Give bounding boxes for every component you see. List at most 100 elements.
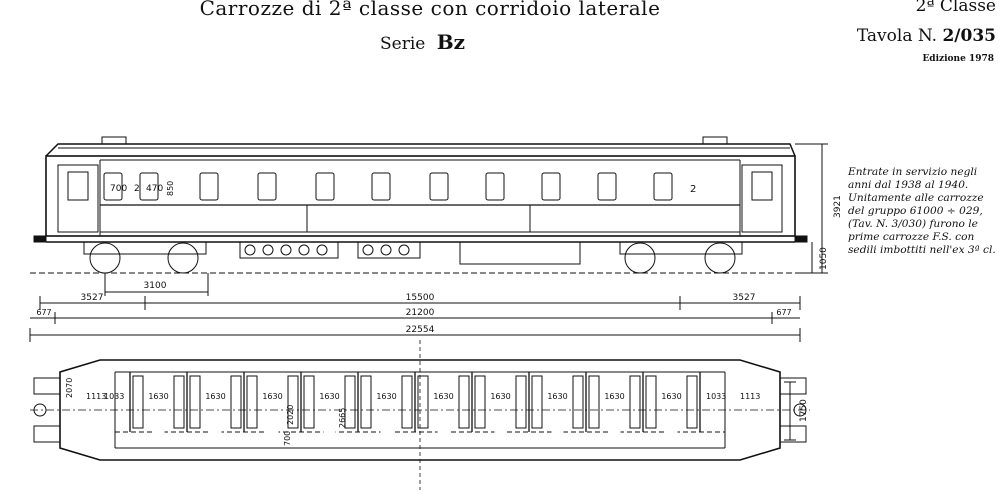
corridor-label-2020: 2020 xyxy=(286,405,295,425)
seat-bench xyxy=(686,375,698,429)
side-window xyxy=(315,172,335,201)
window-label-850: 850 xyxy=(166,181,175,196)
plan-outline xyxy=(59,359,781,461)
note-line: Entrate in servizio negli xyxy=(848,166,978,178)
tavola-heading: Tavola N. 2/035 xyxy=(857,26,996,46)
vestibule-label-left: 2070 xyxy=(65,378,74,398)
seat-bench xyxy=(531,375,543,429)
seat-bench xyxy=(303,375,315,429)
side-elevation: 700 2 470 850 2 3921 1050 xyxy=(30,136,843,274)
side-window xyxy=(103,172,123,201)
seat-bench xyxy=(458,375,470,429)
compartment-width-label: 1630 xyxy=(376,392,396,401)
seat-bench xyxy=(588,375,600,429)
note-line: Unitamente alle carrozze xyxy=(848,192,984,204)
vestibule-depth-right: 1033 xyxy=(706,392,726,401)
compartment-width-label: 1630 xyxy=(319,392,339,401)
side-window xyxy=(257,172,277,201)
battery-box-left xyxy=(239,241,339,259)
edition-label: Edizione 1978 xyxy=(922,54,994,64)
side-window xyxy=(139,172,159,201)
compartment-width-label: 1630 xyxy=(433,392,453,401)
dim-bogie-wheelbase: 3100 xyxy=(144,281,167,291)
tavola-number: 2/035 xyxy=(942,26,996,46)
tavola-label: Tavola N. xyxy=(856,26,938,46)
battery-cell xyxy=(262,244,274,256)
seat-bench xyxy=(246,375,258,429)
vestibule-width-left: 1113 xyxy=(86,392,106,401)
side-windows xyxy=(103,172,673,201)
battery-cell xyxy=(362,244,374,256)
title-text: Carrozze di 2ª classe con corridoio late… xyxy=(199,0,661,20)
seat-bench xyxy=(230,375,242,429)
buffer-left xyxy=(33,235,47,243)
seat-bench xyxy=(417,375,429,429)
end-door-right xyxy=(741,164,783,233)
serie-code: Bz xyxy=(436,30,466,54)
seat-bench xyxy=(474,375,486,429)
vestibule-depth-left: 1033 xyxy=(104,392,124,401)
note-line: sedili imbottiti nell'ex 3ª cl. xyxy=(848,244,996,256)
height-total-label: 3921 xyxy=(833,195,843,218)
dimension-lines: 3100 3527 15500 3527 677 21200 677 22554 xyxy=(29,273,801,490)
compartment-width-label: 1630 xyxy=(205,392,225,401)
seat-bench xyxy=(629,375,641,429)
battery-cell xyxy=(398,244,410,256)
battery-box-right xyxy=(357,241,421,259)
dim-total-length: 22554 xyxy=(406,325,435,335)
dim-body-length: 21200 xyxy=(406,308,435,318)
note-line: del gruppo 61000 ÷ 029, xyxy=(848,205,983,217)
battery-cells xyxy=(244,244,410,256)
roof-vent xyxy=(101,136,127,145)
bogie-right xyxy=(619,241,743,274)
seat-bench xyxy=(572,375,584,429)
side-window xyxy=(485,172,505,201)
seat-bench xyxy=(515,375,527,429)
window-label-470: 470 xyxy=(146,184,163,194)
seat-bench xyxy=(360,375,372,429)
dim-bogie-centers: 15500 xyxy=(406,293,435,303)
compartment-width-label: 1630 xyxy=(661,392,681,401)
class-mark-right: 2 xyxy=(690,184,696,195)
seat-bench xyxy=(132,375,144,429)
side-window xyxy=(597,172,617,201)
wheel xyxy=(89,242,121,274)
seat-bench xyxy=(287,375,299,429)
serie-label: Serie xyxy=(380,34,426,54)
wheel xyxy=(167,242,199,274)
dim-buffer-right: 677 xyxy=(776,308,791,317)
side-window xyxy=(429,172,449,201)
roof-outline xyxy=(45,143,796,157)
plan-buffer xyxy=(779,425,807,443)
dim-overhang-right: 3527 xyxy=(733,293,756,303)
car-body xyxy=(45,155,796,237)
side-window xyxy=(653,172,673,201)
plan-width-label: 1750 xyxy=(799,399,809,422)
note-line: (Tav. N. 3/030) furono le xyxy=(848,218,978,230)
end-door-left xyxy=(57,164,99,233)
side-window xyxy=(199,172,219,201)
compartment-width-label: 1630 xyxy=(490,392,510,401)
door-window xyxy=(751,171,773,201)
compartment-width-label: 1630 xyxy=(604,392,624,401)
underframe-tank xyxy=(459,241,581,265)
battery-cell xyxy=(380,244,392,256)
height-floor-label: 1050 xyxy=(819,247,829,270)
battery-cell xyxy=(316,244,328,256)
battery-cell xyxy=(280,244,292,256)
compartment-width-label: 1630 xyxy=(262,392,282,401)
seat-bench xyxy=(173,375,185,429)
corridor-label-2665: 2665 xyxy=(338,408,347,428)
dim-buffer-left: 677 xyxy=(36,308,51,317)
seat-bench xyxy=(645,375,657,429)
corridor-label-700: 700 xyxy=(283,431,292,446)
seat-bench xyxy=(344,375,356,429)
side-window xyxy=(541,172,561,201)
class-label: 2ª Classe xyxy=(915,0,996,16)
side-window xyxy=(371,172,391,201)
note-line: prime carrozze F.S. con xyxy=(848,231,975,243)
wheel xyxy=(624,242,656,274)
page-title: Carrozze di 2ª classe con corridoio late… xyxy=(0,0,860,20)
